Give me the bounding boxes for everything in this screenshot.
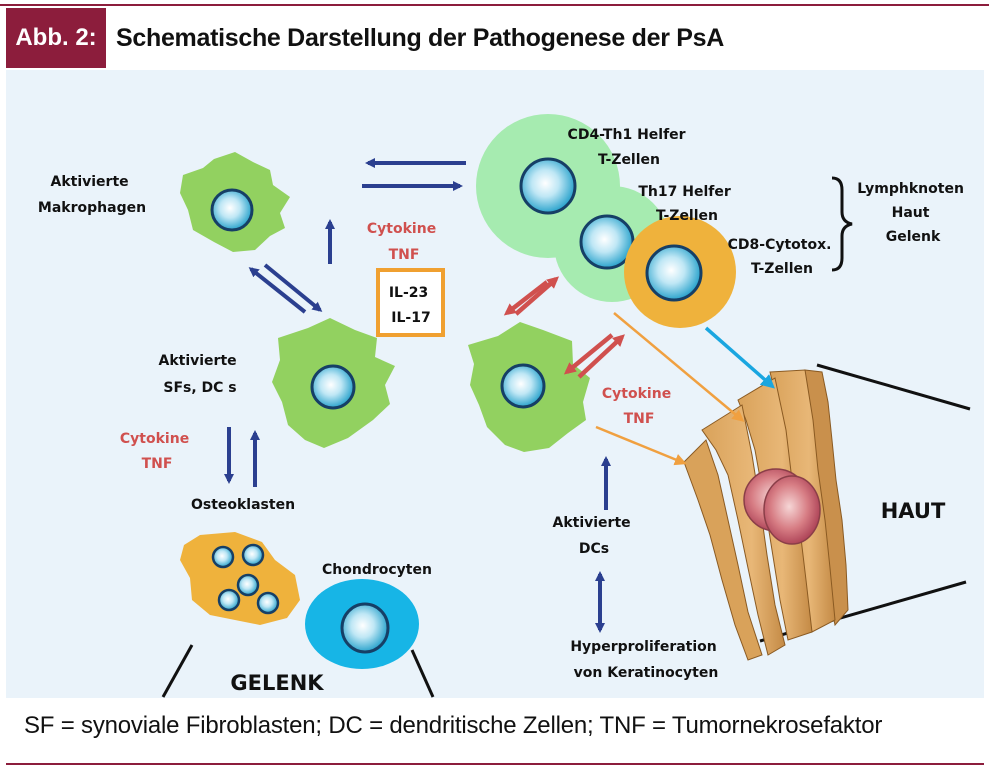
- arrow-orange-tcell-to-skin: [613, 312, 745, 422]
- label-gelenk: GELENK: [230, 671, 324, 695]
- label-haut: HAUT: [881, 499, 946, 523]
- arrow-red-dc-to-th17: [514, 276, 560, 316]
- label-il: IL-23 IL-17: [389, 285, 433, 326]
- arrow-cyan-cd8-to-skin: [704, 326, 776, 389]
- label-cytokine-left: Cytokine TNF: [120, 431, 194, 472]
- arrows-blue: [224, 158, 611, 633]
- label-locations: Lymphknoten Haut Gelenk: [857, 181, 969, 245]
- arrows-red: [503, 276, 625, 379]
- location-brace: [831, 176, 853, 272]
- skin-layers: [683, 363, 971, 661]
- label-cytokine-center: Cytokine TNF: [367, 221, 441, 263]
- arrow-macrophage-to-sf: [263, 263, 323, 312]
- arrow-sf-to-macrophage: [248, 267, 307, 314]
- activated-dc-cell: [468, 322, 590, 452]
- label-hyperproliferation: Hyperproliferation von Keratinocyten: [570, 639, 721, 681]
- macrophage-cell: [180, 152, 290, 252]
- arrow-red-dc-to-cd8: [577, 334, 625, 379]
- label-cytokine-right: Cytokine TNF: [602, 386, 676, 427]
- label-cd4: CD4-Th1 Helfer T-Zellen: [568, 127, 691, 168]
- figure-title: Schematische Darstellung der Pathogenese…: [116, 24, 725, 52]
- label-sfs-dcs: Aktivierte SFs, DC s: [158, 353, 241, 396]
- figure-badge: Abb. 2:: [6, 8, 106, 68]
- arrow-orange-cytokine-to-skin: [595, 425, 687, 466]
- label-osteoklasten: Osteoklasten: [191, 497, 295, 513]
- label-cd8: CD8-Cytotox. T-Zellen: [728, 237, 837, 277]
- activated-sf-dc-cell: [272, 318, 395, 448]
- joint-line-right: [410, 649, 435, 698]
- footnote: SF = synoviale Fibroblasten; DC = dendri…: [24, 712, 883, 739]
- il-box: [376, 268, 445, 337]
- label-aktivierte-dcs: Aktivierte DCs: [552, 515, 635, 557]
- chondrocyte-cell: [305, 579, 419, 669]
- osteoclast-cell: [180, 532, 300, 625]
- arrow-red-th17-to-dc: [503, 280, 549, 316]
- label-chondrocyten: Chondrocyten: [322, 562, 432, 578]
- joint-line-left: [161, 644, 194, 698]
- cd8-cytotox-cell: [624, 216, 736, 328]
- label-th17: Th17 Helfer T-Zellen: [638, 184, 735, 224]
- label-makrophagen: Aktivierte Makrophagen: [38, 174, 146, 216]
- bottom-rule: [6, 763, 984, 765]
- top-rule: [0, 4, 989, 6]
- arrow-red-cd8-to-dc: [563, 333, 614, 375]
